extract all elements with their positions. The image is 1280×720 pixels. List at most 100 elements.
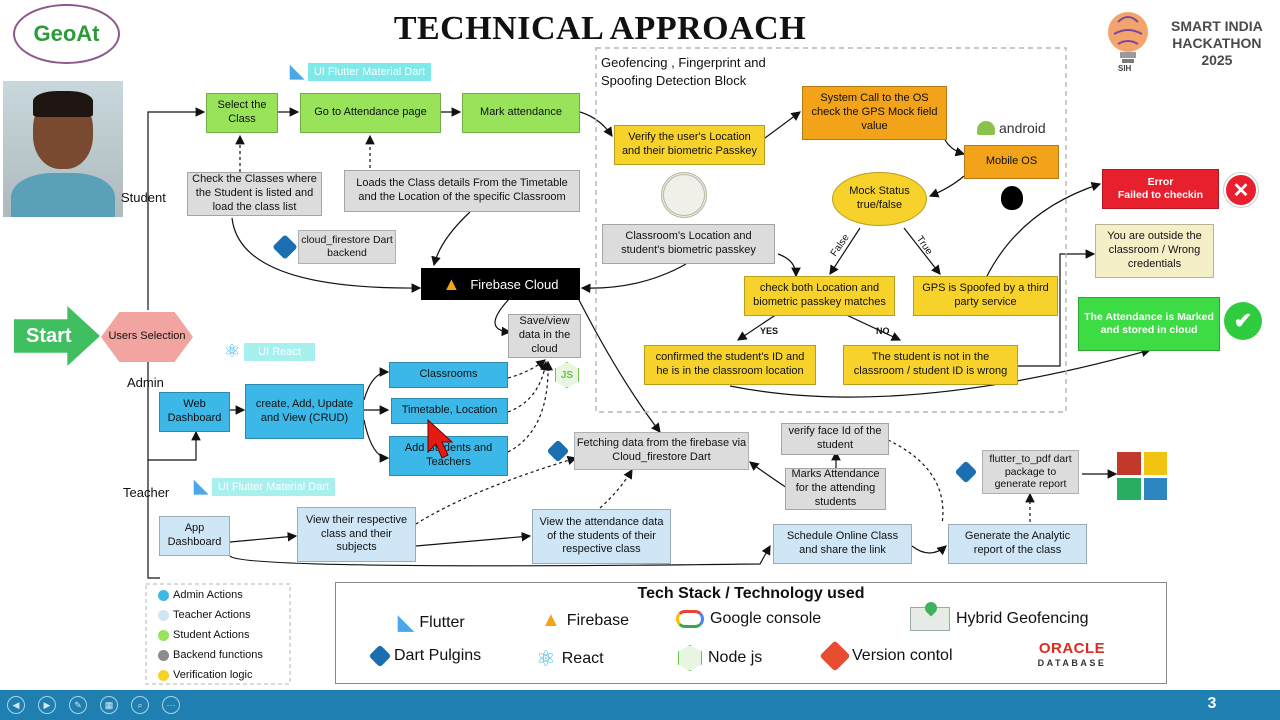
page-title: TECHNICAL APPROACH [393,10,807,47]
load-details-node: Loads the Class details From the Timetab… [344,170,580,212]
git-icon [819,640,851,672]
nodejs-icon: JS [555,362,579,388]
nodejs-icon [678,645,702,671]
view-class-node: View their respective class and their su… [297,507,416,562]
tech-version-control: Version contol [819,640,953,672]
check-both-node: check both Location and biometric passke… [744,276,895,316]
firebase-cloud-node: ▲ Firebase Cloud [421,268,580,300]
page-number: 3 [1207,695,1217,712]
marks-attendance-node: Marks Attendance for the attending stude… [785,468,886,510]
dart-icon [954,460,978,484]
legend: Admin Actions Teacher Actions Student Ac… [158,585,263,685]
flutter-icon: ◣ [398,612,414,634]
marked-node: The Attendance is Marked and stored in c… [1078,297,1220,351]
geoat-logo: GeoAt [13,4,120,64]
tech-stack-panel: Tech Stack / Technology used ◣ Flutter ▲… [335,582,1167,684]
classrooms-node: Classrooms [389,362,508,388]
tech-google-console: Google console [676,610,821,628]
android-label: android [977,120,1046,136]
tech-hybrid-geofencing: Hybrid Geofencing [910,599,1089,631]
legend-item-backend: Backend functions [158,645,263,665]
dart-icon [272,234,298,260]
dart-icon [368,644,392,668]
sih-logo: SIH SMART INDIA HACKATHON 2025 [1100,8,1270,78]
save-view-node: Save/view data in the cloud [508,314,581,358]
firebase-icon: ▲ [442,273,461,294]
role-teacher: Teacher [123,485,170,500]
legend-item-teacher: Teacher Actions [158,605,263,625]
geofence-block-title: Geofencing , Fingerprint and Spoofing De… [601,55,766,88]
flutter-icon: ◣ [194,476,208,496]
schedule-class-node: Schedule Online Class and share the link [773,524,912,564]
prev-slide-button[interactable]: ◀ [7,696,25,714]
role-admin: Admin [127,375,164,390]
verify-face-node: verify face Id of the student [781,423,889,455]
tech-firebase: ▲ Firebase [541,609,630,631]
firebase-icon: ▲ [541,609,561,631]
tag-flutter-top: ◣ UI Flutter Material Dart [282,58,439,85]
users-selection-node: Users Selection [101,312,193,362]
tech-stack-title: Tech Stack / Technology used [637,585,865,602]
mobile-os-node: Mobile OS [964,145,1059,179]
outside-node: You are outside the classroom / Wrong cr… [1095,224,1214,278]
tag-flutter-teacher: ◣ UI Flutter Material Dart [186,473,343,500]
sih-line1: SMART INDIA [1171,18,1263,34]
more-options-button[interactable]: ⋯ [162,696,180,714]
google-cloud-icon [676,610,704,628]
report-charts-icon [1117,452,1167,500]
flutter-icon: ◣ [290,61,304,81]
fetch-data-label: Fetching data from the firebase via Clou… [546,432,749,470]
error-node: Error Failed to checkin [1102,169,1219,209]
verify-location-node: Verify the user's Location and their bio… [614,125,765,165]
oracle-database-logo: ORACLE DATABASE [1037,640,1107,668]
brain-bulb-icon [1108,12,1148,63]
select-class-node: Select the Class [206,93,278,133]
check-classes-node: Check the Classes where the Student is l… [187,172,322,216]
zoom-button[interactable]: ⌕ [131,696,149,714]
tech-nodejs: Node js [678,645,762,671]
classroom-location-node: Classroom's Location and student's biome… [602,224,775,264]
slides-overview-button[interactable]: ▦ [100,696,118,714]
add-students-node: Add Students and Teachers [389,436,508,476]
cloud-firestore-label: cloud_firestore Dart backend [272,230,396,264]
fingerprint-icon [661,172,707,218]
tag-react: ⚛ UI React [216,338,323,365]
android-icon [977,121,995,135]
legend-item-student: Student Actions [158,625,263,645]
mark-attendance-node: Mark attendance [462,93,580,133]
not-in-class-node: The student is not in the classroom / st… [843,345,1018,385]
timetable-location-node: Timetable, Location [391,398,508,424]
sih-short-label: SIH [1118,64,1132,73]
react-icon: ⚛ [224,341,241,361]
legend-item-admin: Admin Actions [158,585,263,605]
confirmed-node: confirmed the student's ID and he is in … [644,345,816,385]
check-icon: ✔ [1224,302,1262,340]
gps-spoofed-node: GPS is Spoofed by a third party service [913,276,1058,316]
tech-react: ⚛ React [536,646,604,671]
system-call-node: System Call to the OS check the GPS Mock… [802,86,947,140]
map-pin-icon [910,599,950,631]
mock-status-node: Mock Status true/false [832,172,927,226]
flutter-to-pdf-label: flutter_to_pdf dart package to generate … [954,450,1079,494]
app-dashboard-node: App Dashboard [159,516,230,556]
pen-tool-button[interactable]: ✎ [69,696,87,714]
error-x-icon: ✕ [1224,173,1258,207]
goto-attendance-node: Go to Attendance page [300,93,441,133]
react-icon: ⚛ [536,646,556,671]
role-student: Student [121,190,166,205]
yes-label: YES [760,326,779,336]
view-attendance-node: View the attendance data of the students… [532,509,671,564]
tech-dart-plugins: Dart Pulgins [368,644,481,668]
dart-icon [546,439,570,463]
mouse-cursor-icon [427,418,454,459]
slideshow-toolbar [0,690,1280,720]
analytic-report-node: Generate the Analytic report of the clas… [948,524,1087,564]
sih-line2: HACKATHON [1172,35,1262,51]
start-label: Start [26,324,72,347]
no-label: NO [876,326,890,336]
apple-icon [1001,186,1023,210]
presenter-video [3,81,123,217]
crud-node: create, Add, Update and View (CRUD) [245,384,364,439]
next-slide-button[interactable]: ▶ [38,696,56,714]
